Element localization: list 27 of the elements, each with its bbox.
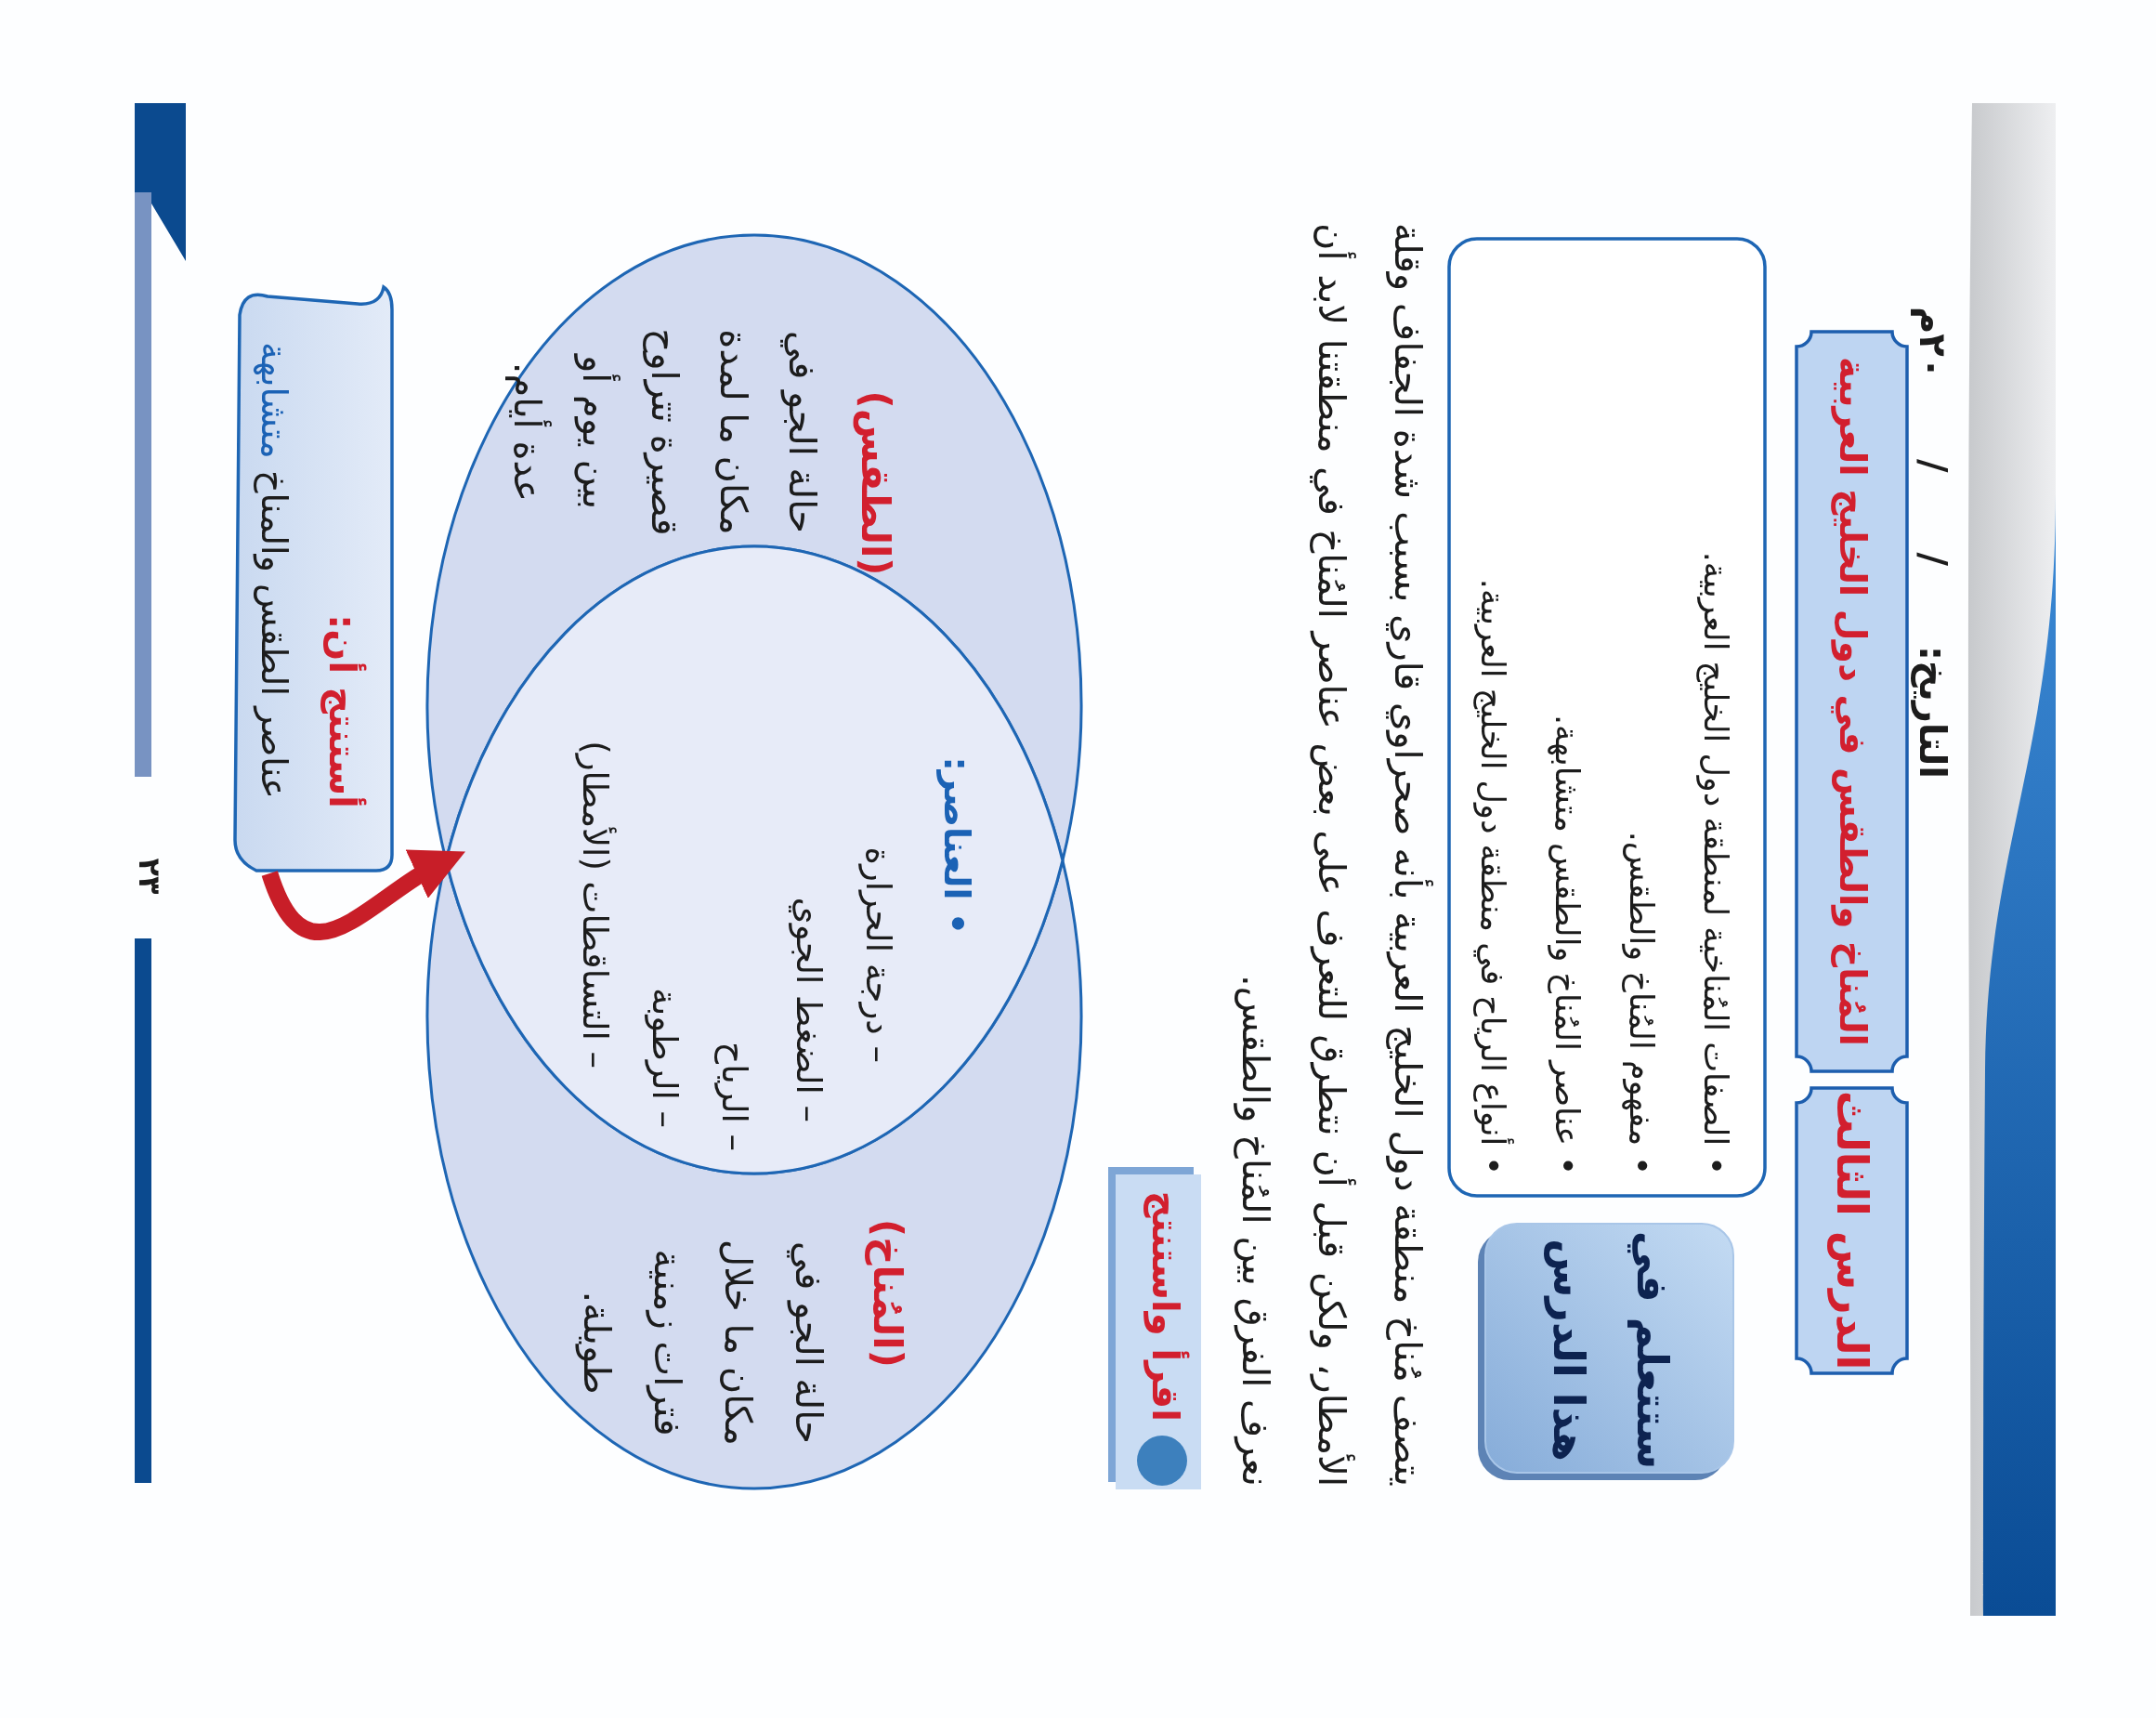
date-text: التاريخ: / / ٢٠م	[1910, 306, 1955, 779]
list-item: – الرياح	[712, 1042, 755, 1151]
definition-text: حالة الجو في مكان ما لمدة قصيرة تتراوح بين يوم أو عدة أيام.	[504, 327, 825, 538]
objective-item: • أنواع الرياح في منطقة دول الخليج العربية.	[1472, 578, 1515, 1175]
lesson-title: المُناخ والطقس في دول الخليج العربية	[1830, 357, 1875, 1046]
objective-item: • الصفات المُناخية لمنطقة دول الخليج العربية.	[1695, 551, 1736, 1175]
objectives-heading-card	[1477, 1223, 1734, 1481]
conclusion-text: عناصر الطقس والمناخ متشابهة	[252, 342, 296, 799]
objective-item: • مفهوم المُناخ والطقس.	[1621, 831, 1662, 1175]
list-item: – درجة الحرارة	[856, 846, 899, 1063]
list-heading: • العناصر:	[935, 756, 979, 935]
list-item: – الرطوبة	[643, 988, 686, 1128]
conclusion-scroll	[232, 283, 395, 873]
objective-item: • عناصر المُناخ والطقس متشابهة.	[1547, 715, 1588, 1175]
ellipse-heading: (المُناخ)	[864, 1219, 912, 1368]
conclusion-heading: أستنتج أن:	[315, 614, 371, 808]
objectives-box	[1447, 237, 1767, 1198]
section-title: اقرأ واستنتج	[1138, 1190, 1194, 1422]
definition-text: حالة الجو في مكان ما خلال فترات زمنية طويلة.	[574, 1239, 831, 1448]
lesson-number: الدرس الثالث	[1826, 1090, 1879, 1370]
ellipse-heading: (الطقس)	[852, 390, 900, 576]
intro-paragraph: يتصف مُناخ منطقة دول الخليج العربية بأنه صحراوي قاري بسبب شدة الجفاف وقلة الأمطار، ولكن قبل أن نتطرق للتعرف على بعض عناصر المُناخ في منطقتنا لابد أن نعرف الفرق بين المُناخ والطقس.	[1218, 223, 1446, 1487]
section-tab	[1108, 1167, 1201, 1489]
objectives-heading: ستتعلم في هذا الدرس	[1543, 1230, 1679, 1470]
list-item: – التساقطات (الأمطار)	[573, 741, 618, 1069]
page-number: ٢٣	[131, 858, 168, 895]
list-item: – الضغط الجوي	[787, 897, 830, 1122]
